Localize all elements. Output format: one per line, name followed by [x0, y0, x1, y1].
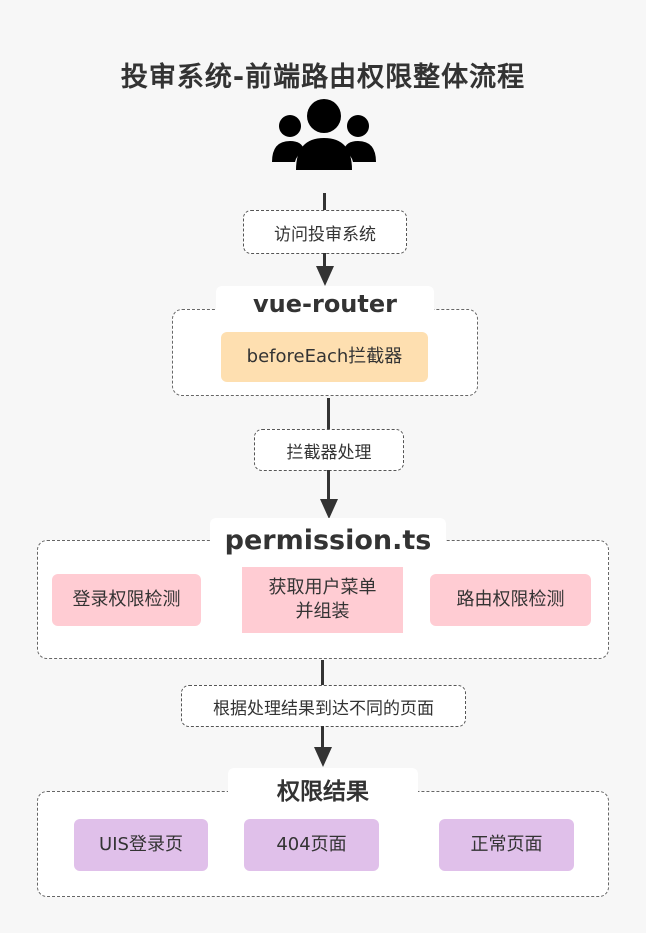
- connector-line: [321, 660, 324, 686]
- page-title: 投审系统-前端路由权限整体流程: [120, 62, 526, 93]
- step-dispatch-label: 根据处理结果到达不同的页面: [181, 685, 466, 727]
- connector-line: [327, 398, 330, 430]
- step-intercept-label: 拦截器处理: [254, 429, 404, 471]
- route-permission-check-node: 路由权限检测: [430, 574, 591, 626]
- result-title: 权限结果: [228, 768, 418, 810]
- connector-line: [327, 470, 330, 500]
- permission-title: permission.ts: [210, 518, 446, 562]
- login-permission-check-node: 登录权限检测: [52, 574, 201, 626]
- connector-line: [321, 726, 324, 748]
- step-visit-label: 访问投审系统: [243, 210, 407, 254]
- arrow-head: [320, 499, 338, 519]
- connector-line: [323, 253, 326, 267]
- before-each-node: beforeEach拦截器: [221, 332, 428, 382]
- uis-login-page-node: UIS登录页: [74, 819, 208, 871]
- users-group-icon: [272, 99, 376, 170]
- connector-line: [323, 193, 326, 213]
- fetch-menu-node: 获取用户菜单 并组装: [242, 567, 403, 633]
- arrow-head: [314, 747, 332, 767]
- vue-router-title: vue-router: [216, 286, 434, 322]
- fetch-menu-node-label: 获取用户菜单 并组装: [268, 577, 377, 622]
- normal-page-node: 正常页面: [439, 819, 574, 871]
- arrow-head: [316, 266, 334, 286]
- not-found-page-node: 404页面: [244, 819, 379, 871]
